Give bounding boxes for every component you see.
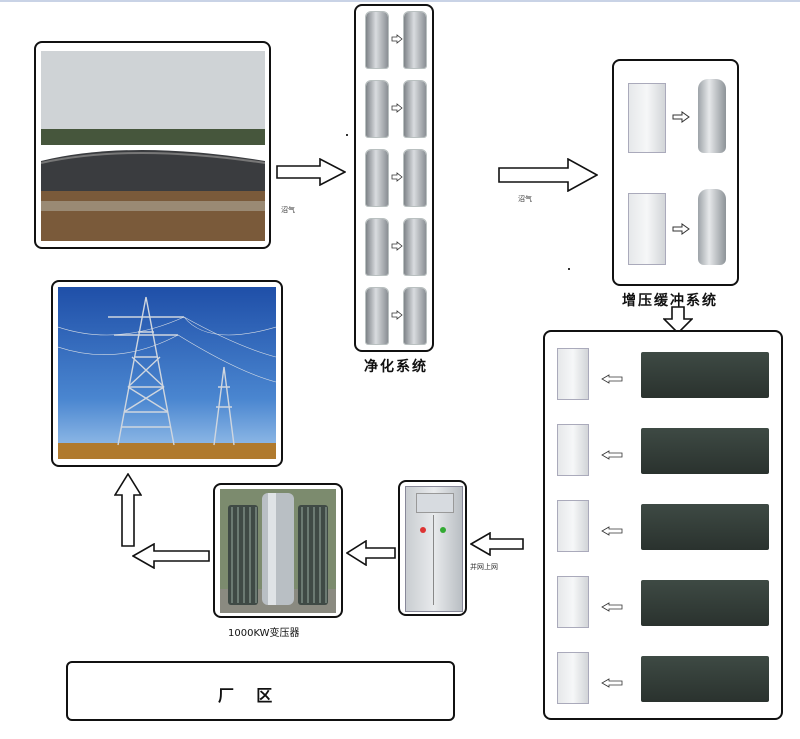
small-arrow-icon [601, 602, 623, 612]
booster-panel [612, 59, 739, 286]
filter-tank [365, 287, 389, 345]
filter-tank [403, 287, 427, 345]
purification-unit [364, 79, 428, 145]
small-arrow-icon [601, 678, 623, 688]
hollow-arrow-icon [114, 473, 142, 547]
control-cabinet [557, 652, 589, 704]
generator-row [545, 574, 781, 646]
small-arrow-icon [601, 450, 623, 460]
switchgear-panel [398, 480, 467, 616]
grid-connect-label: 并网上网 [470, 563, 498, 571]
small-arrow-icon [601, 374, 623, 384]
generator-row [545, 346, 781, 418]
purification-unit [364, 148, 428, 214]
hollow-arrow-icon [346, 540, 396, 566]
small-arrow-icon [672, 223, 690, 235]
small-arrow-icon [601, 526, 623, 536]
small-arrow-icon [391, 310, 403, 320]
small-arrow-icon [391, 172, 403, 182]
generator-panel [543, 330, 783, 720]
purification-title: 净化系统 [364, 359, 428, 375]
digester-photo-panel [34, 41, 271, 249]
top-rule [0, 0, 800, 2]
control-cabinet [557, 424, 589, 476]
filter-tank [403, 80, 427, 138]
hollow-arrow-icon [470, 532, 524, 556]
hollow-arrow-icon [663, 306, 693, 334]
transformer-panel [213, 483, 343, 618]
biogas-label-1: 沼气 [281, 206, 295, 214]
filter-tank [365, 80, 389, 138]
purification-unit [364, 286, 428, 350]
generator-set [641, 656, 769, 702]
generator-set [641, 428, 769, 474]
generator-set [641, 580, 769, 626]
filter-tank [403, 149, 427, 207]
purification-panel [354, 4, 434, 352]
control-cabinet [557, 576, 589, 628]
generator-row [545, 650, 781, 718]
booster-title: 增压缓冲系统 [622, 293, 718, 309]
dot-marker [346, 134, 348, 136]
switchgear-cabinet [405, 486, 463, 612]
filter-tank [403, 11, 427, 69]
digester-photo [41, 51, 265, 241]
power-grid-photo [58, 287, 276, 459]
biogas-label-2: 沼气 [518, 195, 532, 203]
small-arrow-icon [391, 103, 403, 113]
hollow-arrow-icon [276, 158, 346, 186]
generator-set [641, 504, 769, 550]
generator-row [545, 422, 781, 494]
generator-row [545, 498, 781, 570]
filter-tank [365, 218, 389, 276]
filter-tank [403, 218, 427, 276]
buffer-tank-2 [698, 189, 726, 265]
dot-marker [568, 268, 570, 270]
small-arrow-icon [391, 34, 403, 44]
transformer-label: 1000KW变压器 [228, 628, 300, 639]
booster-cabinet-2 [628, 193, 666, 265]
purification-stack [364, 10, 428, 350]
hollow-arrow-icon [498, 158, 598, 192]
generator-rows [545, 332, 781, 718]
buffer-tank-1 [698, 79, 726, 153]
control-cabinet [557, 500, 589, 552]
control-cabinet [557, 348, 589, 400]
purification-unit [364, 10, 428, 76]
booster-cabinet-1 [628, 83, 666, 153]
filter-tank [365, 149, 389, 207]
filter-tank [365, 11, 389, 69]
hollow-arrow-icon [132, 543, 210, 569]
purification-unit [364, 217, 428, 283]
small-arrow-icon [391, 241, 403, 251]
transformer-photo [220, 489, 336, 613]
small-arrow-icon [672, 111, 690, 123]
generator-set [641, 352, 769, 398]
power-grid-panel [51, 280, 283, 467]
plant-area-label: 厂 区 [218, 686, 273, 705]
plant-area-box: 厂 区 [66, 661, 455, 721]
